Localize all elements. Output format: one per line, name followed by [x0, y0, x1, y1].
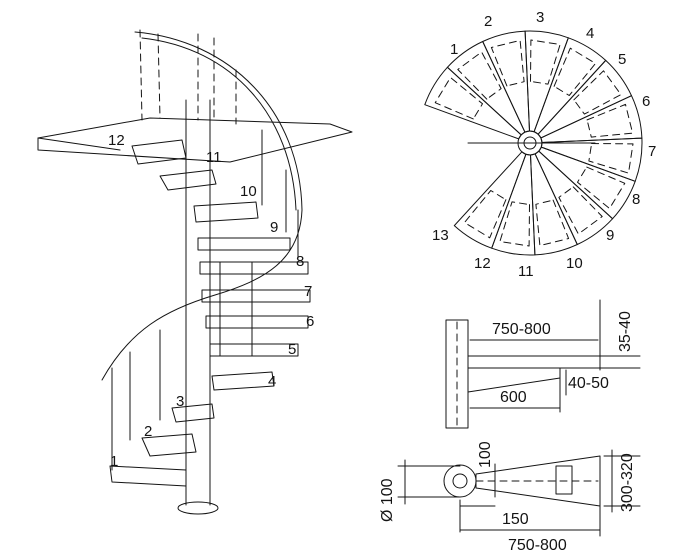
top-fixing-plate — [555, 465, 573, 495]
plan-tread-plate — [588, 143, 634, 174]
plan-tread — [540, 137, 643, 182]
plan-label-6: 6 — [642, 93, 650, 110]
dim-top-tread-length: 750-800 — [508, 537, 567, 554]
step-12 — [131, 139, 187, 165]
plan-label-12: 12 — [474, 255, 491, 272]
plan-tread — [524, 30, 569, 133]
plan-label-9: 9 — [606, 227, 614, 244]
step-9 — [197, 237, 291, 251]
persp-label-11: 11 — [206, 149, 222, 166]
dim-side-tread-length: 750-800 — [492, 321, 551, 338]
dim-top-tread-width: 300-320 — [619, 453, 636, 512]
landing-platform — [37, 117, 353, 163]
plan-label-2: 2 — [484, 13, 492, 30]
persp-label-8: 8 — [296, 253, 304, 270]
persp-label-9: 9 — [270, 219, 278, 236]
plan-tread-plate — [558, 186, 603, 235]
plan-label-4: 4 — [586, 25, 594, 42]
plan-tread-plate — [499, 201, 530, 247]
plan-label-1: 1 — [450, 41, 458, 58]
persp-label-6: 6 — [306, 313, 314, 330]
plan-tread-plate — [553, 47, 596, 96]
step-10 — [193, 201, 259, 223]
plan-tread-plate — [586, 103, 634, 138]
plan-tread-plate — [535, 199, 570, 247]
plan-tread — [424, 66, 522, 140]
persp-label-3: 3 — [176, 393, 184, 410]
top-hub — [443, 464, 477, 498]
persp-label-4: 4 — [268, 373, 276, 390]
plan-tread — [453, 151, 527, 249]
plan-label-10: 10 — [566, 255, 583, 272]
step-6 — [205, 315, 309, 329]
step-4 — [211, 371, 275, 391]
plan-label-11: 11 — [518, 263, 534, 280]
step-2 — [141, 433, 197, 457]
step-1 — [109, 465, 187, 487]
plan-tread — [538, 146, 636, 220]
plan-tread — [446, 41, 526, 136]
plan-tread-plate — [577, 166, 626, 209]
persp-label-7: 7 — [304, 283, 312, 300]
dim-top-hub-offset: 150 — [502, 511, 529, 528]
plan-label-8: 8 — [632, 191, 640, 208]
dim-side-tread-depth: 35-40 — [617, 311, 634, 352]
top-hub-inner — [452, 473, 468, 489]
plan-label-13: 13 — [432, 227, 449, 244]
plan-tread-plate — [434, 77, 483, 120]
handrail-inner — [141, 37, 297, 211]
plan-tread — [533, 37, 607, 135]
persp-label-12: 12 — [108, 132, 125, 149]
perspective-view: 12 11 10 9 8 7 6 5 4 3 2 1 — [37, 29, 353, 515]
plan-tread-plate — [573, 70, 622, 115]
step-7 — [201, 289, 311, 303]
step-top-detail: Ø 100 100 150 750-800 300-320 — [379, 441, 641, 554]
side-tread — [467, 355, 601, 369]
plan-tread-plate — [457, 51, 502, 100]
landing-edge — [37, 137, 121, 151]
plan-label-5: 5 — [618, 51, 626, 68]
step-5 — [209, 343, 299, 357]
step-side-detail: 750-800 35-40 600 40-50 — [445, 299, 641, 429]
plan-steps — [424, 30, 643, 256]
dim-top-hub-size: 100 — [477, 441, 494, 468]
plan-tread-plate — [490, 39, 525, 87]
persp-label-10: 10 — [240, 183, 257, 200]
plan-view: 1 2 3 4 5 6 7 8 9 10 11 12 13 — [424, 9, 656, 280]
plan-tread — [491, 153, 536, 256]
dim-top-post-diameter: Ø 100 — [379, 478, 396, 522]
plan-tread-plate — [464, 190, 507, 239]
step-3 — [171, 403, 215, 423]
dim-side-support-height: 40-50 — [568, 375, 609, 392]
plan-label-7: 7 — [648, 143, 656, 160]
dashed-upper-post-1 — [139, 29, 143, 121]
dashed-upper-post-2 — [157, 33, 161, 119]
step-11 — [159, 169, 217, 191]
persp-label-5: 5 — [288, 341, 296, 358]
post-base — [177, 501, 219, 515]
dim-side-support-length: 600 — [500, 389, 527, 406]
persp-label-1: 1 — [110, 453, 118, 470]
plan-tread-plate — [530, 39, 561, 85]
plan-label-3: 3 — [536, 9, 544, 26]
handrail-outer — [101, 31, 303, 381]
persp-label-2: 2 — [144, 423, 152, 440]
step-8 — [199, 261, 309, 275]
